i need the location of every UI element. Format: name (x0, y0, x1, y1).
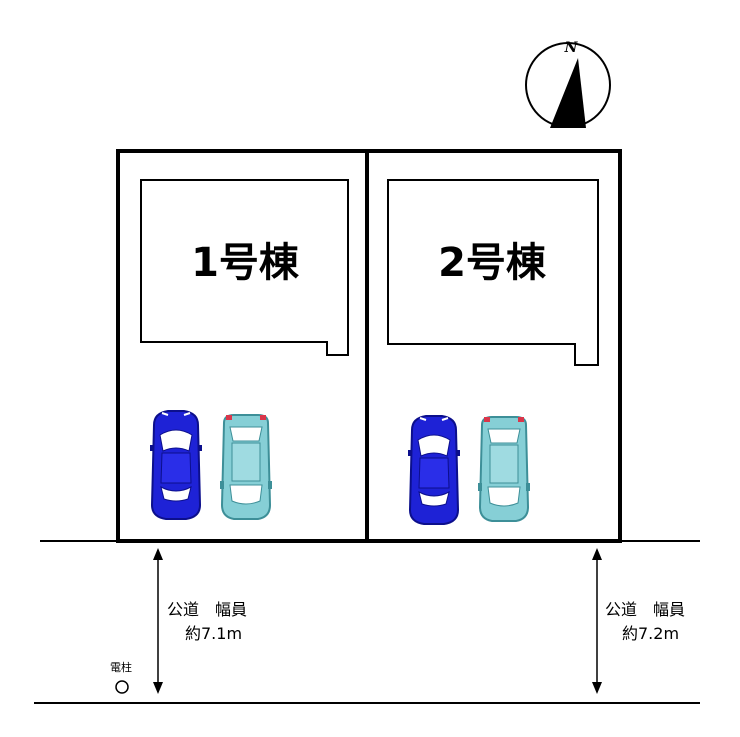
north-arrow-icon (550, 58, 586, 128)
building-1-label: 1号棟 (191, 240, 300, 286)
road-label-left-line1: 公道 幅員 (167, 600, 247, 619)
road-label-right-line2: 約7.2m (622, 624, 679, 643)
building-2-footprint (387, 179, 599, 366)
lot-1: 1号棟 (116, 149, 369, 543)
road-label-right-line1: 公道 幅員 (605, 600, 685, 619)
building-1-footprint (140, 179, 349, 356)
parked-car-blue-icon (149, 410, 203, 520)
compass-north-label: N (564, 40, 579, 56)
lot-2: 2号棟 (365, 149, 622, 543)
parked-car-teal-icon (477, 416, 531, 522)
utility-pole-icon (115, 680, 129, 694)
road-width-dimension-right (592, 548, 602, 694)
road-width-dimension-left (153, 548, 163, 694)
building-2-label: 2号棟 (438, 240, 547, 286)
parked-car-blue-icon (407, 415, 461, 525)
north-compass: N (525, 40, 611, 128)
parked-car-teal-icon (219, 414, 273, 520)
road-label-left-line2: 約7.1m (185, 624, 242, 643)
utility-pole-label: 電柱 (110, 660, 132, 674)
